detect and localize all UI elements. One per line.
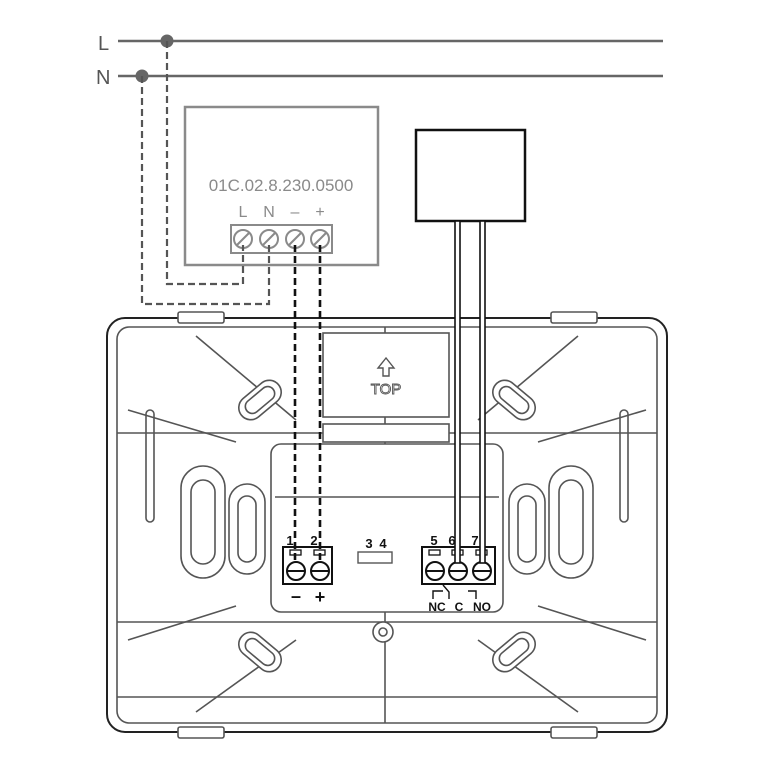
up-arrow-icon	[376, 356, 396, 377]
c-label: C	[455, 600, 464, 614]
terminal-2-label: 2	[310, 533, 317, 548]
neutral-line-label: N	[96, 67, 110, 89]
center-screw-boss	[372, 621, 394, 643]
plus-label: +	[315, 587, 326, 607]
spare-terminal-block: 3 4	[357, 536, 393, 564]
mounting-ovals	[238, 379, 536, 673]
clip-bottom-left	[177, 726, 225, 739]
terminal-compartment	[270, 443, 504, 613]
psu-terminal-labels: L N – +	[239, 204, 325, 221]
neutral-feed-wire	[140, 76, 271, 306]
psu-terminal-screws	[233, 229, 330, 249]
supply-terminal-block: 1 2 – +	[282, 533, 333, 607]
live-feed-wire	[165, 41, 245, 286]
clip-top-right	[550, 311, 598, 324]
terminal-1-label: 1	[286, 533, 293, 548]
clip-bottom-right	[550, 726, 598, 739]
psu-terminal-label-minus: –	[291, 204, 300, 221]
terminal-4-label: 4	[379, 536, 387, 551]
device-inner-frame	[116, 326, 658, 724]
no-label: NO	[473, 600, 491, 614]
load-box	[414, 128, 527, 223]
terminal-7-label: 7	[471, 533, 478, 548]
top-marker: TOP	[370, 356, 402, 398]
side-slot-right	[619, 409, 629, 523]
psu-terminal-label-n: N	[263, 204, 275, 221]
top-window	[322, 332, 450, 418]
terminal-6-label: 6	[448, 533, 455, 548]
load-wire-no	[479, 220, 486, 564]
nc-label: NC	[428, 600, 446, 614]
top-label: TOP	[371, 381, 402, 398]
spare-terminal-slot	[357, 551, 393, 564]
side-slot-left	[145, 409, 155, 523]
load-wire-c	[454, 220, 461, 564]
terminal-3-label: 3	[365, 536, 372, 551]
psu-terminal-label-plus: +	[315, 204, 324, 221]
dc-supply-wires	[293, 245, 322, 560]
relay-contact-icon	[432, 584, 477, 599]
power-supply: 01C.02.8.230.0500 L N – +	[183, 105, 380, 267]
psu-model: 01C.02.8.230.0500	[209, 176, 354, 195]
terminal-5-label: 5	[430, 533, 437, 548]
keyhole-slots	[180, 465, 594, 579]
clip-top-left	[177, 311, 225, 324]
live-line-label: L	[98, 33, 109, 55]
load-wires	[454, 220, 486, 564]
minus-label: –	[291, 586, 301, 606]
mains-lines: L N	[96, 33, 663, 89]
mains-feed-wires	[140, 41, 271, 306]
psu-terminal-label-l: L	[239, 204, 248, 221]
top-window-strip	[322, 423, 450, 443]
